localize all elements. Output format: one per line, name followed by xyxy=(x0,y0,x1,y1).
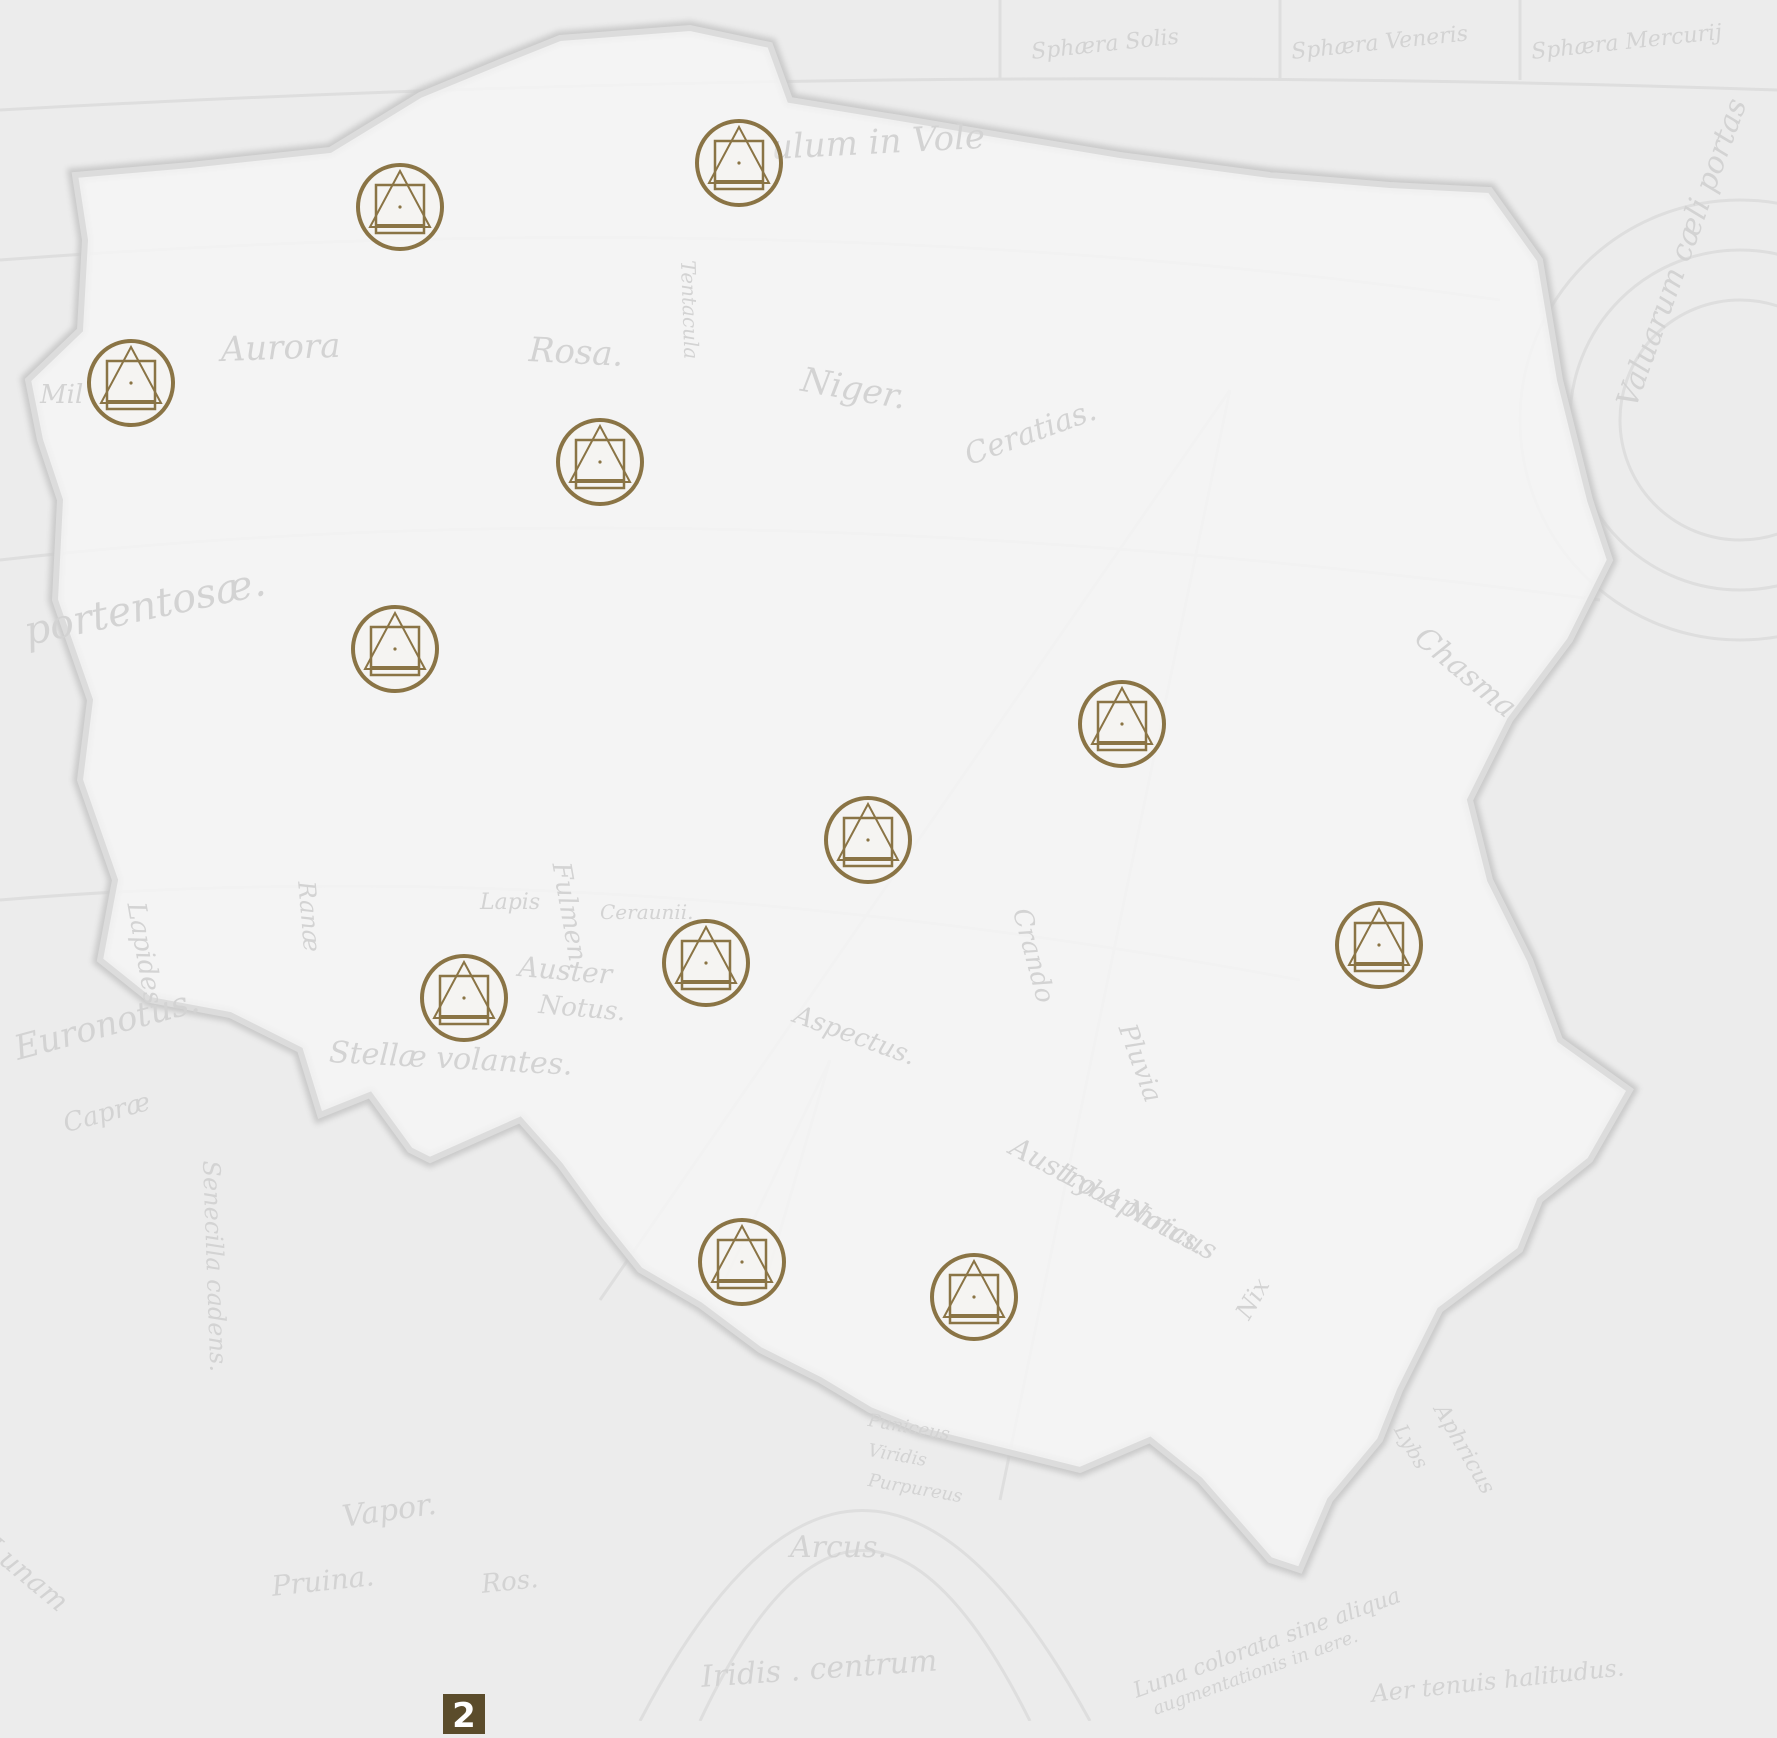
marker-12[interactable] xyxy=(928,1251,1020,1343)
page-badge: 2 xyxy=(443,1694,485,1736)
country-area xyxy=(24,24,1634,1574)
marker-1[interactable] xyxy=(354,161,446,253)
triangle-square-circle-icon xyxy=(420,954,508,1042)
marker-10[interactable] xyxy=(418,952,510,1044)
triangle-square-circle-icon xyxy=(1078,680,1166,768)
marker-5[interactable] xyxy=(349,603,441,695)
marker-8[interactable] xyxy=(1333,899,1425,991)
marker-2[interactable] xyxy=(693,117,785,209)
triangle-square-circle-icon xyxy=(351,605,439,693)
marker-3[interactable] xyxy=(85,337,177,429)
marker-4[interactable] xyxy=(554,416,646,508)
triangle-square-circle-icon xyxy=(87,339,175,427)
triangle-square-circle-icon xyxy=(930,1253,1018,1341)
marker-11[interactable] xyxy=(696,1216,788,1308)
triangle-square-circle-icon xyxy=(1335,901,1423,989)
marker-6[interactable] xyxy=(1076,678,1168,770)
marker-9[interactable] xyxy=(660,917,752,1009)
triangle-square-circle-icon xyxy=(356,163,444,251)
triangle-square-circle-icon xyxy=(695,119,783,207)
triangle-square-circle-icon xyxy=(662,919,750,1007)
triangle-square-circle-icon xyxy=(824,796,912,884)
marker-7[interactable] xyxy=(822,794,914,886)
triangle-square-circle-icon xyxy=(556,418,644,506)
triangle-square-circle-icon xyxy=(698,1218,786,1306)
